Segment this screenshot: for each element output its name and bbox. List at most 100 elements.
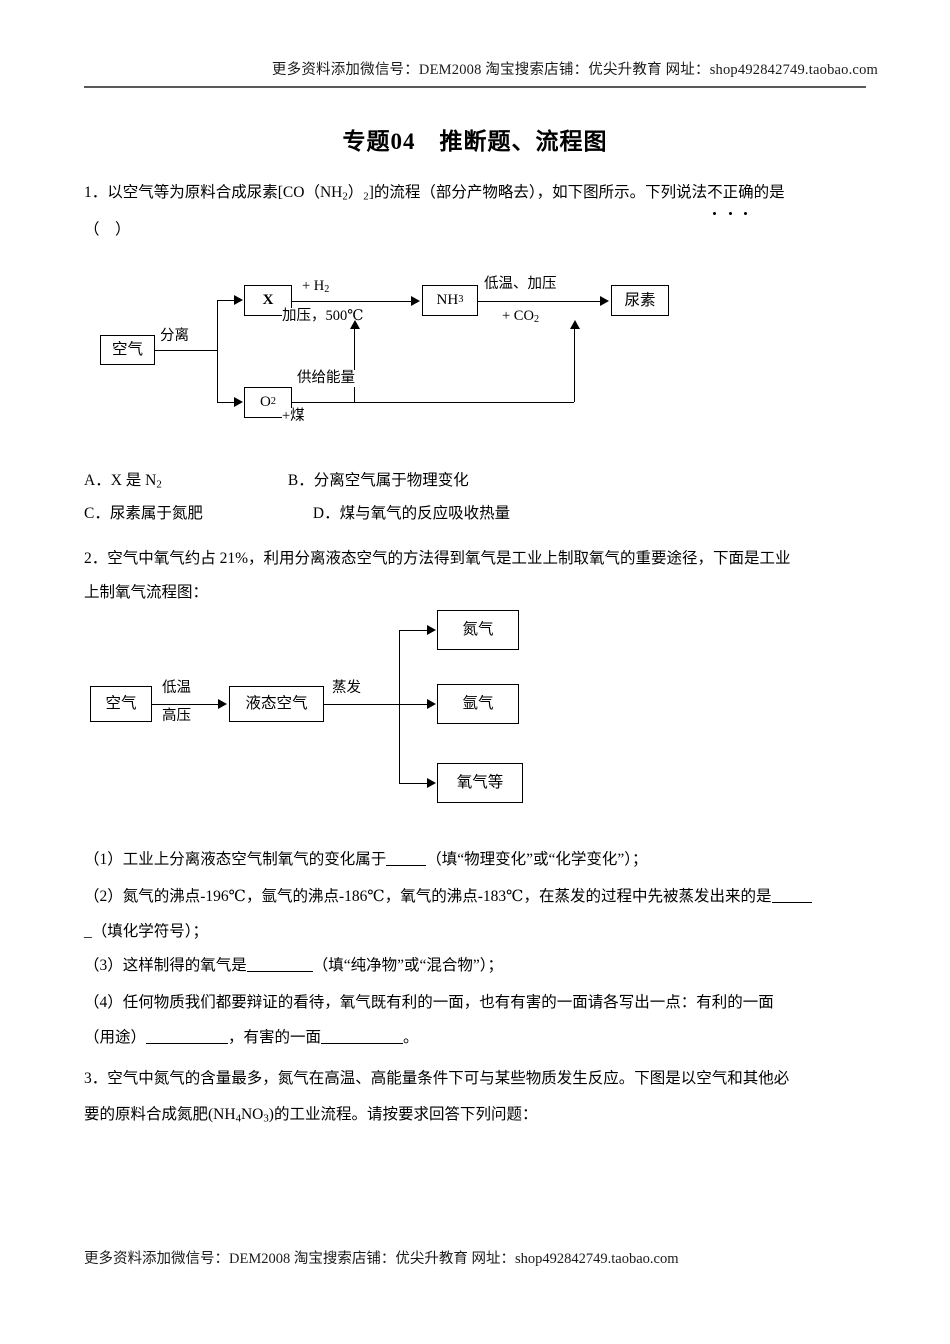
q1-text-b: ） — [347, 184, 364, 201]
option-b-text: 分离空气属于物理变化 — [313, 472, 469, 489]
flow-line-energy-up-2 — [574, 328, 575, 402]
flow-line-to-o2 — [217, 402, 234, 403]
q1-emphasis-incorrect: 不正确 — [707, 184, 754, 215]
option-c-text: 尿素属于氮肥 — [109, 505, 203, 522]
flow-label-co2: + CO2 — [502, 308, 540, 326]
flow-arrow-energy-up-1 — [350, 320, 360, 329]
q3-text-a: 要的原料合成氮肥(NH — [84, 1106, 236, 1123]
option-a-sub: 2 — [156, 478, 162, 491]
question-2-item-2-cont: _（填化学符号）； — [84, 923, 209, 940]
flow2-line-evaporate — [324, 704, 399, 705]
flow2-line-to-n2 — [399, 630, 432, 631]
flow2-label-low-temp: 低温 — [162, 680, 191, 697]
option-c: C．尿素属于氮肥 — [84, 499, 309, 529]
flow-line-x-to-nh3 — [292, 301, 416, 302]
option-c-label: C． — [84, 505, 110, 522]
flow-label-h2-text: + H — [302, 278, 325, 294]
flow-arrow-to-x — [234, 295, 243, 305]
question-2-item-4: （4）任何物质我们都要辩证的看待，氧气既有利的一面，也有有害的一面请各写出一点：… — [84, 994, 774, 1011]
option-a-text: X 是 N — [110, 472, 157, 489]
q2-item-1-blank[interactable] — [386, 850, 427, 866]
flow-label-co2-text: + CO — [502, 308, 534, 324]
page-title: 专题04 推断题、流程图 — [342, 129, 608, 154]
flow-label-condition-2: 低温、加压 — [484, 276, 557, 293]
flow-arrow-x-to-nh3 — [411, 296, 420, 306]
flow2-label-high-pressure: 高压 — [162, 708, 191, 725]
flow2-box-argon: 氩气 — [437, 684, 519, 724]
q2-item-3-post: （填“纯净物”或“混合物”）； — [312, 957, 504, 974]
flow-arrow-nh3-to-urea — [600, 296, 609, 306]
flow-box-nh3-sub: 3 — [458, 294, 464, 306]
flow2-label-evaporate: 蒸发 — [332, 680, 361, 697]
q2-item-1-post: （填“物理变化”或“化学变化”）； — [426, 851, 648, 868]
flow-label-h2: + H2 — [302, 278, 330, 296]
q3-text-b: NO — [240, 1106, 264, 1123]
question-2-item-2: （2）氮气的沸点-196℃，氩气的沸点-186℃，氧气的沸点-183℃，在蒸发的… — [84, 880, 874, 914]
flow-box-o2-sub: 2 — [270, 396, 277, 408]
option-d-text: 煤与氧气的反应吸收热量 — [339, 505, 511, 522]
question-2-stem-line-1: 2．空气中氧气约占 21%，利用分离液态空气的方法得到氧气是工业上制取氧气的重要… — [84, 550, 791, 567]
question-2-item-4-cont: （用途） ，有害的一面 。 — [84, 1021, 874, 1055]
flow-line-o2-energy — [292, 402, 574, 403]
q2-item-4-pre: （用途） — [84, 1029, 147, 1046]
q2-item-3-pre: （3）这样制得的氧气是 — [84, 957, 247, 974]
q3-sub-2: 3 — [263, 1112, 269, 1125]
header-note: 更多资料添加微信号：DEM2008 淘宝搜索店铺：优尖升教育 网址：shop49… — [271, 62, 878, 78]
q2-item-1-pre: （1）工业上分离液态空气制氧气的变化属于 — [84, 851, 387, 868]
q1-text-c: ]的流程（部分产物略去），如下图所示。下列说法 — [368, 184, 708, 201]
q1-sub-2: 2 — [363, 190, 369, 203]
question-1-answer-bracket: （ ） — [84, 221, 131, 238]
question-3-line-2: 要的原料合成氮肥(NH4NO3)的工业流程。请按要求回答下列问题： — [84, 1098, 874, 1135]
flow-line-to-x — [217, 300, 234, 301]
flow-line-energy-up-1 — [354, 328, 355, 402]
flow-label-h2-sub: 2 — [324, 284, 330, 296]
flow2-arrow-air-to-liquid — [218, 699, 227, 709]
flow2-box-nitrogen: 氮气 — [437, 610, 519, 650]
q2-item-3-blank[interactable] — [246, 956, 313, 972]
question-2-item-1: （1）工业上分离液态空气制氧气的变化属于 （填“物理变化”或“化学变化”）； — [84, 843, 874, 877]
question-1-stem: 1．以空气等为原料合成尿素[CO（NH2）2]的流程（部分产物略去），如下图所示… — [84, 176, 874, 215]
q1-text-d: 的是 — [753, 184, 785, 201]
question-3-line-1: 3．空气中氮气的含量最多，氮气在高温、高能量条件下可与某些物质发生反应。下图是以… — [84, 1070, 790, 1087]
flow-arrow-to-o2 — [234, 397, 243, 407]
question-1-options-row-2: C．尿素属于氮肥 D．煤与氧气的反应吸收热量 — [84, 499, 874, 529]
flowchart-oxygen-production: 空气 低温 高压 液态空气 蒸发 氮气 氩气 氧气等 — [84, 608, 554, 823]
flow2-box-air: 空气 — [90, 686, 152, 722]
flow-label-coal: +煤 — [282, 408, 305, 425]
flow-box-o2-text: O — [259, 394, 271, 410]
footer-note: 更多资料添加微信号：DEM2008 淘宝搜索店铺：优尖升教育 网址：shop49… — [84, 1251, 679, 1267]
q2-item-4-blank-1[interactable] — [146, 1028, 229, 1044]
flow2-line-air-to-liquid — [152, 704, 222, 705]
flow-line-air-stem — [155, 350, 217, 351]
option-d: D．煤与氧气的反应吸收热量 — [313, 499, 510, 529]
flow-line-nh3-to-urea — [478, 301, 605, 302]
option-d-label: D． — [312, 505, 340, 522]
flow-box-air: 空气 — [100, 335, 155, 365]
question-1-options-row-1: A．X 是 N2 B．分离空气属于物理变化 — [84, 466, 874, 499]
q1-text-a: 1．以空气等为原料合成尿素[CO（NH — [84, 184, 343, 201]
flow-label-energy-supply: 供给能量 — [297, 370, 355, 387]
option-b: B．分离空气属于物理变化 — [288, 466, 469, 496]
q2-item-2-blank[interactable] — [771, 887, 812, 903]
option-a-label: A． — [84, 472, 111, 489]
question-2-item-3: （3）这样制得的氧气是 （填“纯净物”或“混合物”）； — [84, 949, 874, 983]
flow-label-separate: 分离 — [160, 328, 189, 345]
q2-item-4-mid: ，有害的一面 — [228, 1029, 322, 1046]
flow2-line-split-bus — [399, 630, 400, 783]
q2-item-4-post: 。 — [403, 1029, 419, 1046]
flow2-line-to-oxygen — [399, 783, 432, 784]
flow-label-condition-1: 加压，500℃ — [282, 308, 364, 325]
flow2-box-liquid-air: 液态空气 — [229, 686, 324, 722]
header-divider — [84, 86, 866, 88]
flow2-box-oxygen: 氧气等 — [437, 763, 523, 803]
flow-line-split — [217, 300, 218, 402]
option-b-label: B． — [287, 472, 314, 489]
q2-item-4-blank-2[interactable] — [321, 1028, 404, 1044]
flow2-arrow-to-argon — [427, 699, 436, 709]
q2-item-2-pre: （2）氮气的沸点-196℃，氩气的沸点-186℃，氧气的沸点-183℃，在蒸发的… — [84, 888, 772, 905]
q3-sub-1: 4 — [235, 1112, 241, 1125]
option-a: A．X 是 N2 — [84, 466, 284, 499]
question-2-stem-line-2: 上制氧气流程图： — [84, 584, 209, 601]
